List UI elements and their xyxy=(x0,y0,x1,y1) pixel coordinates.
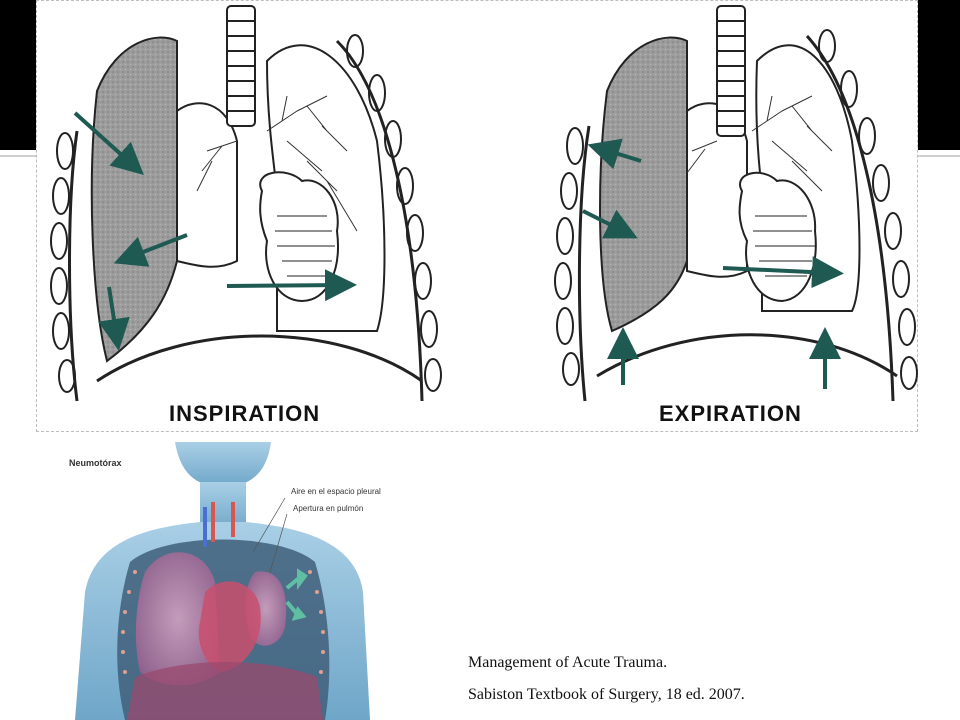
reference-line-1: Management of Acute Trauma. xyxy=(468,654,668,671)
trachea-inspiration xyxy=(226,5,256,127)
pneumothorax-illustration: Neumotórax Aire en el espacio pleural Ap… xyxy=(55,442,391,720)
label-air-pleural: Aire en el espacio pleural xyxy=(291,487,381,496)
torso-illustration xyxy=(75,442,370,720)
tension-pneumothorax-diagram: INSPIRATION EXPIRATION xyxy=(36,0,918,432)
expiration-arrows xyxy=(582,138,844,389)
heart-expiration xyxy=(738,171,817,303)
diagram-drawing xyxy=(50,5,918,402)
expiration-caption: EXPIRATION xyxy=(659,401,802,426)
inspiration-arrows xyxy=(73,111,357,351)
trachea-expiration xyxy=(716,5,746,137)
illustration-title: Neumotórax xyxy=(69,458,122,468)
left-ribs-expiration xyxy=(554,127,584,386)
reference-line-2: Sabiston Textbook of Surgery, 18 ed. 200… xyxy=(468,686,745,703)
right-ribs-inspiration xyxy=(346,34,442,392)
heart-inspiration xyxy=(259,171,339,303)
inspiration-caption: INSPIRATION xyxy=(169,401,321,426)
right-ribs-expiration xyxy=(818,29,918,390)
left-ribs-inspiration xyxy=(50,132,76,393)
label-lung-opening: Apertura en pulmón xyxy=(293,504,364,513)
inspiration-panel xyxy=(50,5,442,402)
expiration-panel xyxy=(554,5,918,402)
